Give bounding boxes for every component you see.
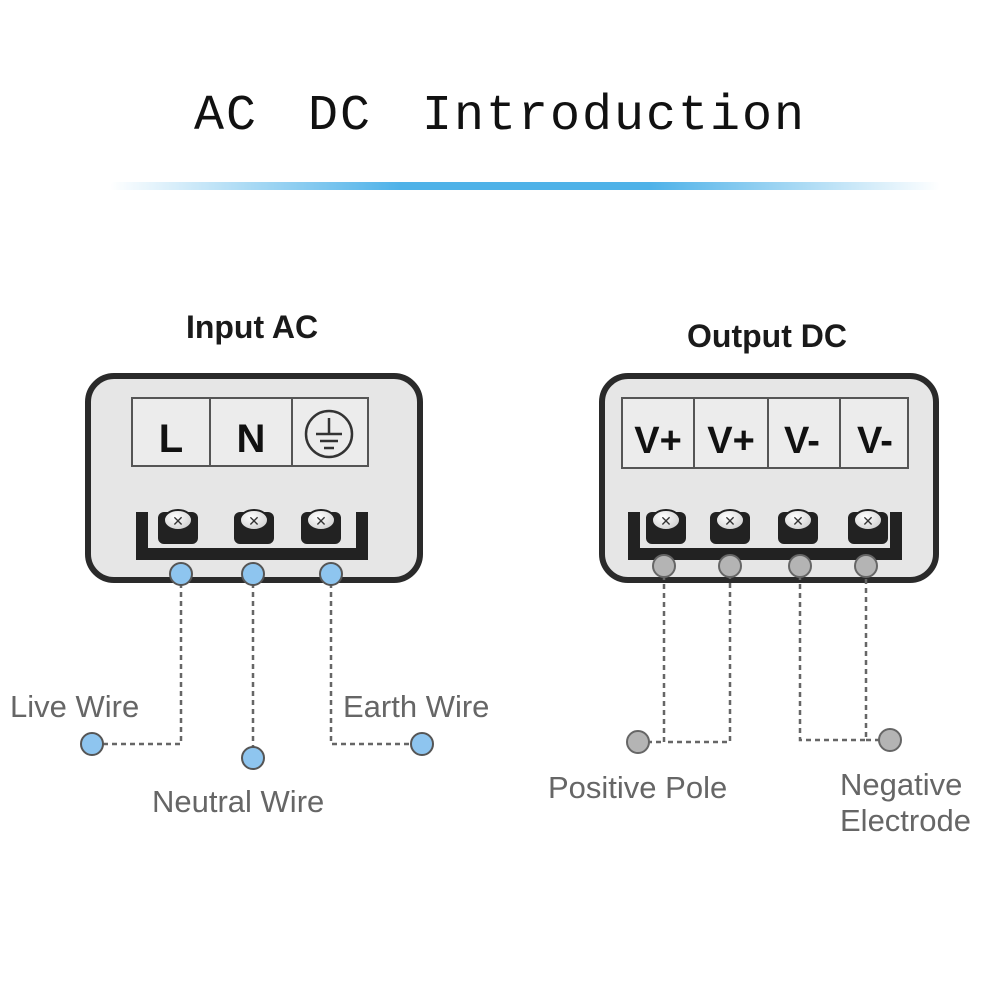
terminal-label-neutral: N [237,417,266,461]
node-neutral-terminal [241,562,265,586]
earth-ground-icon [304,409,354,459]
title-underline [110,182,940,190]
input-screw-base [136,512,368,560]
page-title: AC DC Introduction [193,88,807,145]
terminal-label-live: L [159,417,183,461]
label-positive-pole: Positive Pole [548,770,727,805]
screw-vminus-1: ✕ [778,509,818,544]
output-nodes [626,554,902,754]
input-wires [92,574,422,758]
svg-text:✕: ✕ [172,514,184,530]
label-negative-line1: Negative [840,767,962,802]
label-negative-line2: Electrode [840,803,971,838]
screw-neutral: ✕ [234,509,274,544]
screw-live: ✕ [158,509,198,544]
label-live-wire: Live Wire [10,689,139,724]
svg-text:✕: ✕ [792,514,804,530]
svg-text:✕: ✕ [724,514,736,530]
node-negative-end [878,728,902,752]
output-heading: Output DC [687,318,847,354]
wire-earth [329,574,422,746]
screw-earth: ✕ [301,509,341,544]
node-earth-terminal [319,562,343,586]
screw-vplus-2: ✕ [710,509,750,544]
svg-text:✕: ✕ [315,514,327,530]
output-screw-base [628,512,902,560]
node-neutral-end [241,746,265,770]
svg-text:✕: ✕ [862,514,874,530]
terminal-label-vminus-1: V- [784,420,820,462]
terminal-label-vplus-1: V+ [634,420,682,462]
label-neutral-wire: Neutral Wire [152,784,324,819]
node-live-end [80,732,104,756]
svg-text:✕: ✕ [660,514,672,530]
screw-vplus-1: ✕ [646,509,686,544]
node-vplus-2 [718,554,742,578]
svg-text:✕: ✕ [248,514,260,530]
wire-negative [798,566,868,742]
input-nodes [80,562,434,770]
input-heading: Input AC [186,309,318,345]
wire-positive [662,566,732,744]
node-vplus-1 [652,554,676,578]
wire-live [92,574,183,746]
node-live-terminal [169,562,193,586]
label-earth-wire: Earth Wire [343,689,489,724]
terminal-label-vplus-2: V+ [707,420,755,462]
screw-vminus-2: ✕ [848,509,888,544]
input-terminal-block: L N ✕ ✕ [85,373,423,583]
node-positive-end [626,730,650,754]
node-vminus-1 [788,554,812,578]
output-terminal-block: V+ V+ V- V- ✕ ✕ ✕ [599,373,939,583]
output-wires [638,566,890,744]
node-vminus-2 [854,554,878,578]
terminal-label-vminus-2: V- [857,420,893,462]
node-earth-end [410,732,434,756]
